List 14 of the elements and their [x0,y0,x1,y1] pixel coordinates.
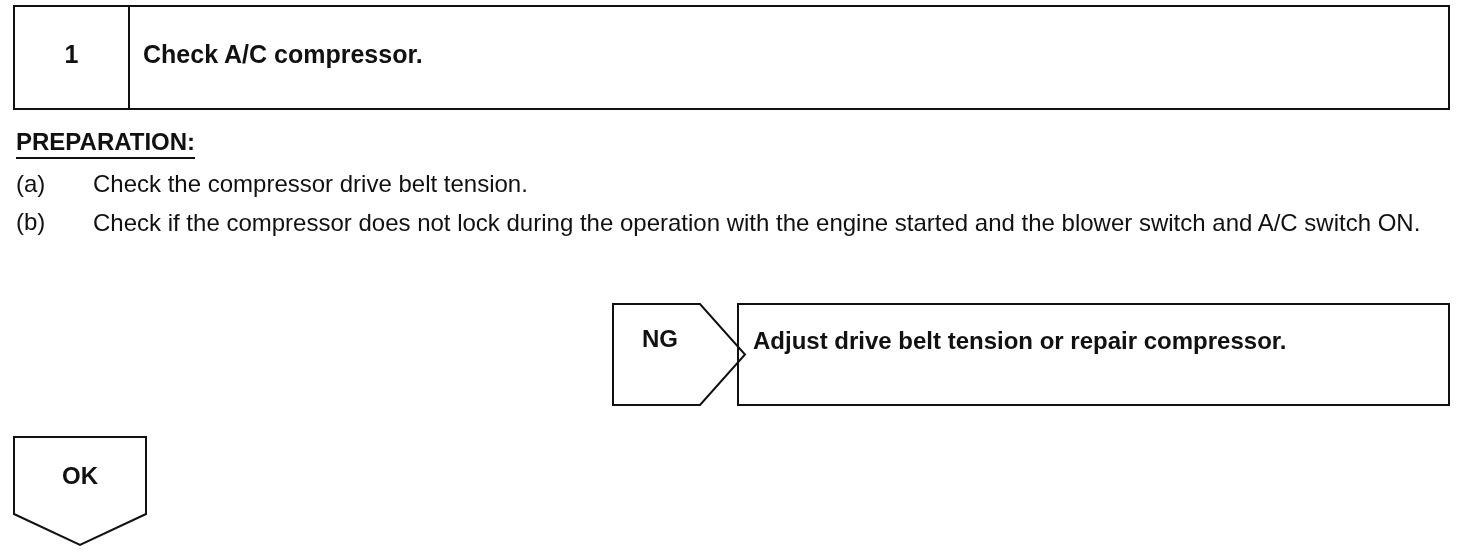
instruction-text: Check the compressor drive belt tension. [93,170,528,198]
ok-arrow-tab [13,436,147,546]
action-text: Adjust drive belt tension or repair compressor. [753,327,1287,355]
step-box [13,5,1450,110]
item-marker: (a) [16,170,46,198]
result-label: NG [641,325,679,353]
step-title: Check A/C compressor. [143,40,423,69]
result-label: OK [61,462,99,490]
instruction-text: Check if the compressor does not lock during the operation with the engine started and the blower switch and A/C switch ON. [93,208,1422,238]
result-box [737,303,1450,406]
ng-arrow-tab [612,303,746,406]
step-number: 1 [63,40,80,69]
section-heading: PREPARATION: [16,128,196,159]
item-marker: (b) [16,208,46,236]
